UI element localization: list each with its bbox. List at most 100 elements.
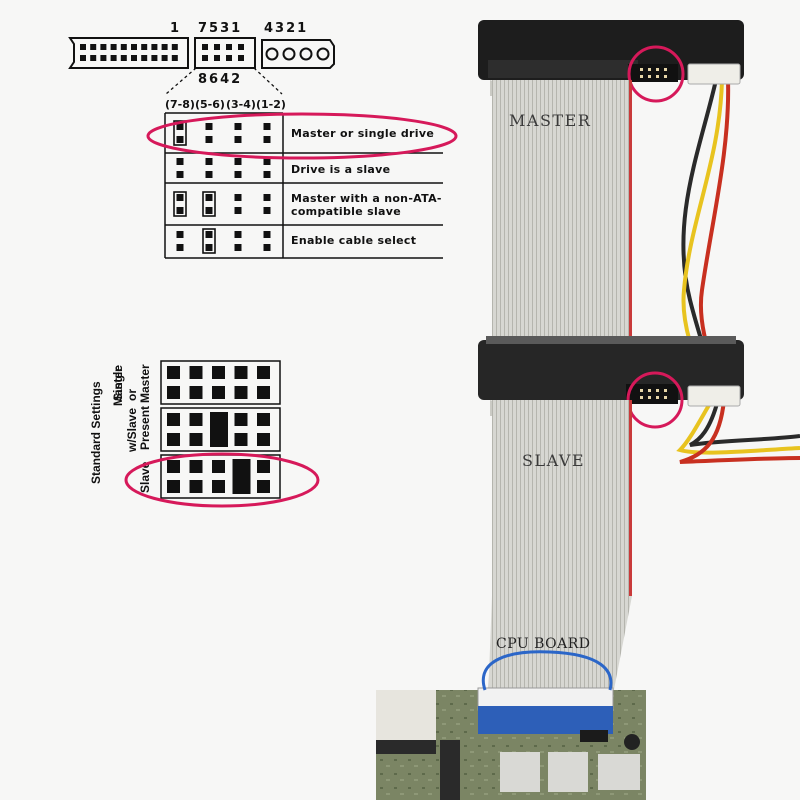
power-connector-pins: [265, 47, 330, 61]
highlight-master-jumper: [627, 45, 685, 103]
jumper-pin: [226, 55, 232, 61]
row-description-cable-select: Enable cable select: [291, 234, 417, 247]
jumper-pin: [263, 207, 271, 214]
jumper-pin: [234, 386, 248, 399]
jumper-shunt: [232, 459, 251, 494]
jumper-pin: [263, 158, 271, 165]
master-jumper-pins: [628, 64, 678, 82]
jumper-pin: [205, 231, 213, 238]
ide-pin: [80, 44, 86, 50]
jumper-pin: [234, 231, 242, 238]
jumper-pin: [167, 386, 180, 399]
jumper-pin: [257, 480, 270, 493]
jumper-pin: [257, 366, 270, 379]
jumper-shunt: [202, 191, 216, 217]
ide-pin: [141, 44, 148, 50]
jumper-pin: [257, 413, 270, 426]
jumper-pin: [234, 123, 242, 130]
jumper-pin: [214, 44, 220, 50]
jumper-pin: [214, 55, 220, 61]
jumper-pin: [189, 366, 203, 379]
ide-pin: [131, 44, 137, 50]
ide-pin: [100, 55, 107, 61]
row-description-slave: Drive is a slave: [291, 163, 391, 176]
ide-pin: [90, 44, 97, 50]
jumper-pin: [263, 194, 271, 201]
master-cable-label: MASTER: [509, 111, 592, 130]
jumper-pin: [263, 171, 271, 178]
slave-power-socket: [687, 385, 741, 407]
jumper-pin: [176, 194, 184, 201]
jumper-pin: [234, 158, 242, 165]
jumper-pin: [234, 433, 248, 446]
standard-setting-block: [160, 407, 281, 452]
jumper-pin: [212, 480, 225, 493]
jumper-pin: [189, 460, 203, 473]
jumper-pin: [205, 171, 213, 178]
board-ide-socket: [478, 706, 613, 734]
jumper-pin: [167, 460, 180, 473]
ribbon-pull-tab: [481, 650, 613, 691]
jumper-bottom-pin-numbers: 8642: [198, 72, 243, 87]
jumper-shunt: [202, 228, 216, 254]
power-pin: [299, 47, 313, 61]
jumper-pin: [167, 413, 180, 426]
ide-pin: [151, 55, 158, 61]
jumper-shunt: [173, 120, 187, 146]
jumper-pin: [238, 55, 244, 61]
column-header: (1-2): [256, 98, 286, 111]
master-power-socket: [687, 63, 741, 85]
jumper-shunt: [173, 191, 187, 217]
jumper-pin: [205, 207, 213, 214]
ide-pin: [161, 55, 168, 61]
ide-pin: [161, 44, 168, 50]
jumper-pin: [189, 433, 203, 446]
jumper-pin: [176, 136, 184, 143]
ide-pin: [110, 44, 117, 50]
ide-connector-pins: [80, 44, 178, 61]
ide-pin: [171, 44, 178, 50]
jumper-pin: [234, 244, 242, 251]
jumper-block-outline: [194, 37, 256, 69]
highlight-master-single-drive: [146, 112, 458, 160]
column-header: (7-8): [165, 98, 195, 111]
jumper-pin: [234, 413, 248, 426]
jumper-pin: [176, 244, 184, 251]
jumper-pin: [263, 244, 271, 251]
jumper-pin: [226, 44, 232, 50]
jumper-top-pin-numbers: 7531: [198, 21, 243, 36]
ide-pin: [141, 55, 148, 61]
ide-pin: [131, 55, 137, 61]
jumper-pin: [212, 460, 225, 473]
jumper-pin: [176, 171, 184, 178]
jumper-pin: [205, 244, 213, 251]
jumper-pin: [263, 136, 271, 143]
jumper-pin: [257, 433, 270, 446]
jumper-pin: [189, 413, 203, 426]
ide-pin: [100, 44, 107, 50]
jumper-pin: [176, 231, 184, 238]
jumper-pin: [257, 460, 270, 473]
callout-line-right: [253, 67, 283, 95]
jumper-pin: [205, 194, 213, 201]
highlight-slave-setting: [124, 452, 320, 508]
jumper-pin: [205, 136, 213, 143]
jumper-pin: [176, 158, 184, 165]
jumper-pin: [234, 207, 242, 214]
power-pin: [282, 47, 296, 61]
row-description-master-single: Master or single drive: [291, 127, 435, 140]
callout-line-left: [165, 67, 197, 95]
jumper-pin: [189, 480, 203, 493]
jumper-pin: [167, 480, 180, 493]
power-pin: [265, 47, 279, 61]
ribbon-cable-lower: [488, 596, 632, 700]
jumper-pin: [205, 158, 213, 165]
ide-connector-outline: [68, 37, 189, 69]
jumper-pin: [189, 386, 203, 399]
row-description-non-ata-line1: Master with a non-ATA-: [291, 192, 442, 205]
ide-pin: [110, 55, 117, 61]
cpu-board-label: CPU BOARD: [496, 636, 591, 652]
